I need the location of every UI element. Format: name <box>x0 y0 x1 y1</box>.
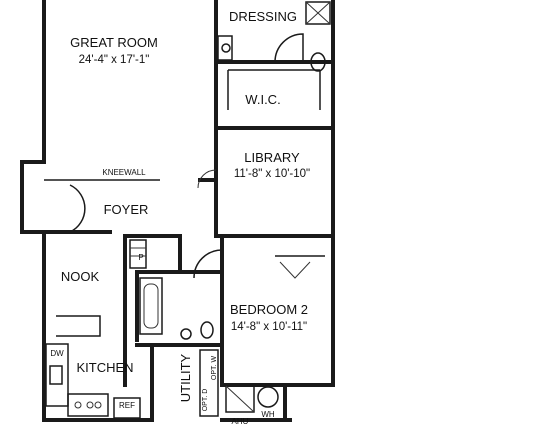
great-room-name: GREAT ROOM <box>70 35 158 50</box>
wic-name: W.I.C. <box>245 92 280 107</box>
bedroom2-dims: 14'-8" x 10'-11" <box>231 321 307 333</box>
water-heater <box>257 386 279 408</box>
refrigerator-label: REF <box>119 401 135 410</box>
library-name: LIBRARY <box>244 150 300 165</box>
bath-toilet <box>200 321 214 339</box>
pantry-label: P <box>138 253 143 262</box>
dressing-name: DRESSING <box>229 9 297 24</box>
great-room-dims: 24'-4" x 17'-1" <box>79 54 150 66</box>
stair-box <box>129 239 147 269</box>
kitchen-counter-left <box>45 343 69 407</box>
ahu-unit <box>225 385 255 413</box>
range-burner-2 <box>86 401 94 409</box>
dishwasher-label: DW <box>50 349 64 358</box>
kitchen-island <box>56 315 101 337</box>
foyer-name: FOYER <box>104 202 149 217</box>
kitchen-counter-bottom <box>67 393 109 417</box>
nook-name: NOOK <box>61 269 100 284</box>
refrigerator <box>113 397 141 419</box>
bedroom2-closet-doors <box>279 261 311 279</box>
dressing-vanity <box>217 35 233 61</box>
walls <box>20 0 335 422</box>
kitchen-name: KITCHEN <box>76 360 133 375</box>
library-dims: 11'-8" x 10'-10" <box>234 168 310 180</box>
foyer-entry-door <box>69 184 86 233</box>
washer-dryer-area <box>199 349 219 417</box>
ahu-x <box>225 385 255 413</box>
opt-dryer-label: OPT. D <box>202 389 209 412</box>
dressing-sink <box>221 43 231 53</box>
water-heater-label: WH <box>261 410 275 419</box>
fixtures <box>45 1 331 419</box>
bathtub <box>139 277 163 335</box>
opt-washer-label: OPT. W <box>211 356 218 381</box>
bedroom2-door-swing <box>193 249 223 279</box>
utility-name: UTILITY <box>178 353 193 402</box>
ahu-label: AHU <box>232 417 249 426</box>
kneewall-label: KNEEWALL <box>102 168 146 177</box>
bath-sink <box>180 328 192 340</box>
library-door-swing <box>197 169 217 189</box>
dressing-door-swing <box>274 33 304 63</box>
shower-stall <box>305 1 331 25</box>
master-toilet <box>310 52 326 72</box>
range-burner-3 <box>94 401 102 409</box>
labels: GREAT ROOM 24'-4" x 17'-1" DRESSING W.I.… <box>50 9 310 426</box>
kitchen-sink <box>49 365 63 385</box>
bedroom2-name: BEDROOM 2 <box>230 302 308 317</box>
shower-x-2 <box>305 1 331 25</box>
range-burner-1 <box>74 401 82 409</box>
bathtub-inner <box>143 283 159 329</box>
